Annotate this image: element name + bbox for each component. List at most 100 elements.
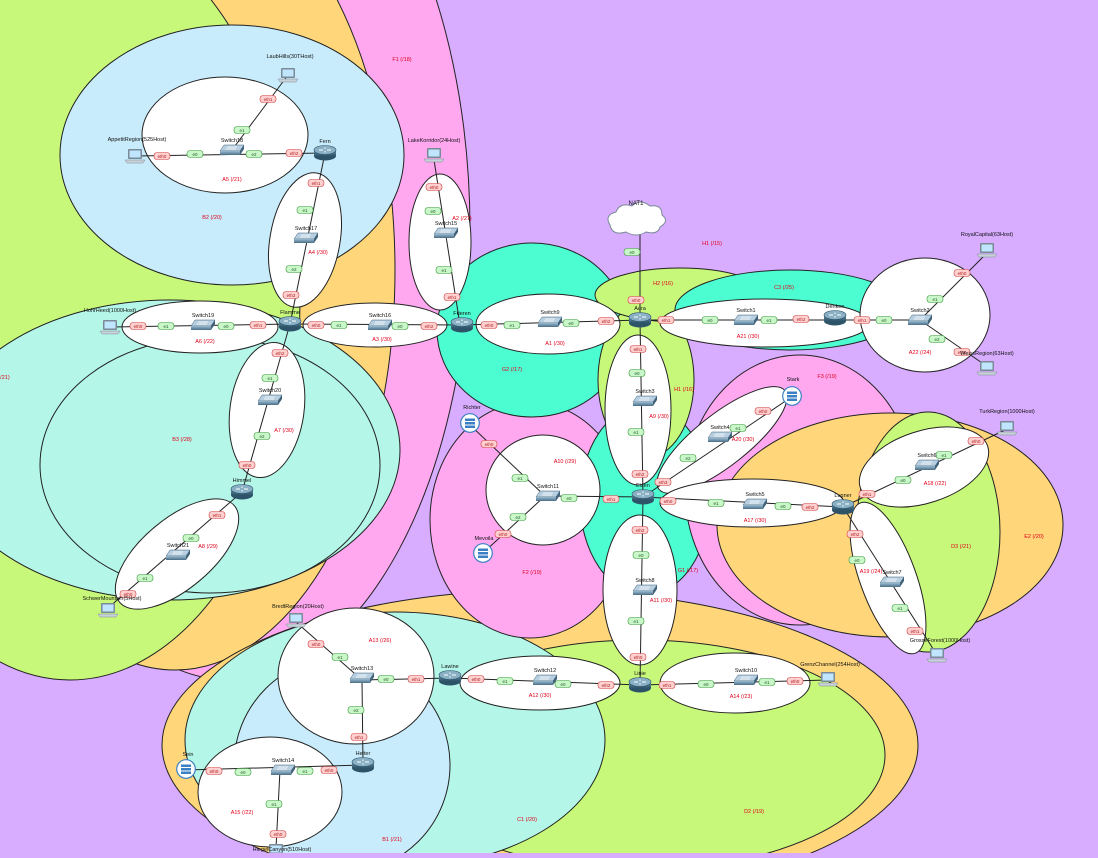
router-denken[interactable]: Denken <box>823 304 847 326</box>
port-tag-label: eth1 <box>863 492 872 497</box>
port-tag: e2 <box>509 513 527 521</box>
switch-s16[interactable]: Switch16 <box>367 313 393 331</box>
port-tag-label: e2 <box>251 152 257 157</box>
nat-label: NAT1 <box>629 201 645 207</box>
router-linie[interactable]: Linie <box>628 671 652 693</box>
router-aura[interactable]: Aura <box>628 306 652 328</box>
host-royalcapital[interactable]: RoyalCapital(63Host) <box>961 232 1013 258</box>
router-lugner[interactable]: Lugner <box>831 493 855 515</box>
zone-label-a7: A7 (/30) <box>274 428 294 434</box>
server-mevoila[interactable]: Mevoila <box>473 536 495 563</box>
router-flamme[interactable]: Flamme <box>278 310 302 332</box>
router-frieren[interactable]: Frieren <box>450 311 474 333</box>
host-schwer[interactable]: SchwerMountain(5Host) <box>83 596 142 618</box>
switch-label: Switch9 <box>540 310 559 316</box>
router-heiter[interactable]: Heiter <box>351 751 375 773</box>
switch-s3[interactable]: Switch3 <box>632 389 658 407</box>
port-tag-label: e2 <box>353 708 359 713</box>
switch-s11[interactable]: Switch11 <box>535 484 561 502</box>
switch-s2[interactable]: Switch2 <box>907 308 933 326</box>
nat-cloud[interactable]: NAT1 <box>607 201 666 236</box>
port-tag-bg <box>153 152 171 160</box>
port-tag: eth0 <box>659 497 677 505</box>
switch-s19[interactable]: Switch19 <box>190 313 216 331</box>
port-tag: eth0 <box>307 640 325 648</box>
switch-s6[interactable]: Switch6 <box>914 453 940 471</box>
router-fern[interactable]: Fern <box>313 139 337 161</box>
switch-s10[interactable]: Switch10 <box>733 668 759 686</box>
switch-s13[interactable]: Switch13 <box>349 666 375 684</box>
switch-s7[interactable]: Switch7 <box>879 570 905 588</box>
host-grossforest[interactable]: GrosseForest(1000Host) <box>910 638 971 663</box>
port-tag-label: eth1 <box>911 629 920 634</box>
switch-s1[interactable]: Switch1 <box>733 308 759 326</box>
host-turkregion[interactable]: TurkRegion(1000Host) <box>979 409 1035 436</box>
zone-label-b2: B2 (/20) <box>202 215 222 221</box>
switch-s12[interactable]: Switch12 <box>532 668 558 686</box>
port-tag-label: e1 <box>239 128 245 133</box>
port-tag-label: e0 <box>638 553 644 558</box>
switch-s8[interactable]: Switch8 <box>632 578 658 596</box>
port-tag-bg <box>269 830 287 838</box>
zone-label-a21: A21 (/30) <box>737 334 760 340</box>
switch-s15[interactable]: Switch15 <box>433 221 459 239</box>
router-himmel[interactable]: Himmel <box>230 478 254 500</box>
host-bredtregion[interactable]: BredtRegion(20Host) <box>272 604 324 628</box>
port-tag-label: e1 <box>941 453 947 458</box>
zone-label-a19: A19 (/24) <box>860 569 883 575</box>
port-tag: e1 <box>758 678 776 686</box>
switch-s9[interactable]: Switch9 <box>537 310 563 328</box>
host-hohrifeed[interactable]: HohrHeed(1000Host) <box>84 308 136 335</box>
switch-s21[interactable]: Switch21 <box>165 543 191 561</box>
port-tag-bg <box>679 454 697 462</box>
switch-s20[interactable]: Switch20 <box>257 388 283 406</box>
zone-label-a8: A8 (/29) <box>198 544 218 550</box>
port-tag-bg <box>480 440 498 448</box>
switch-icon <box>165 549 191 561</box>
host-weissregion[interactable]: WeissRegion(63Host) <box>960 351 1014 376</box>
router-lawine[interactable]: Lawine <box>438 664 462 686</box>
port-tag-bg <box>119 590 137 598</box>
port-tag-label: e1 <box>766 318 772 323</box>
host-hiegelcanyon[interactable]: HiegelCanyon(510Host) <box>253 843 312 858</box>
router-eisen[interactable]: Eisen <box>631 483 655 505</box>
port-tag-label: e0 <box>397 324 403 329</box>
port-tag-bg <box>632 551 650 559</box>
port-tag: e1 <box>296 767 314 775</box>
zone-label-a10: A10 (/29) <box>554 459 577 465</box>
port-tag-bg <box>511 474 529 482</box>
port-tag: e1 <box>496 677 514 685</box>
host-grenzchannel[interactable]: GrenzChannel(254Host) <box>800 662 860 687</box>
switch-s14[interactable]: Switch14 <box>270 758 296 776</box>
port-tag: eth2 <box>597 681 615 689</box>
switch-s17[interactable]: Switch17 <box>293 226 319 244</box>
laptop-icon <box>996 420 1018 436</box>
port-tag-label: e1 <box>932 297 938 302</box>
zone-label-b3: B3 (/28) <box>172 437 192 443</box>
port-tag-label: e1 <box>633 430 639 435</box>
port-tag-label: eth0 <box>664 499 673 504</box>
port-tag-bg <box>271 349 289 357</box>
zone-label-h1b: H1 (/16) <box>674 387 694 393</box>
port-tag-bg <box>597 681 615 689</box>
server-sein[interactable]: Sein <box>176 752 196 779</box>
port-tag-label: e1 <box>142 576 148 581</box>
port-tag-bg <box>320 766 338 774</box>
port-tag-label: e0 <box>854 558 860 563</box>
switch-label: Switch19 <box>192 313 214 319</box>
host-lakekorridor[interactable]: LakeKorridor(24Host) <box>408 138 461 163</box>
switch-s18[interactable]: Switch18 <box>219 138 245 156</box>
host-laubhills[interactable]: LaubHills(30THost) <box>266 54 314 83</box>
switch-s4[interactable]: Switch4 <box>707 425 733 443</box>
port-tag-label: e0 <box>223 324 229 329</box>
port-tag: eth1 <box>602 495 620 503</box>
switch-icon <box>733 314 759 326</box>
port-tag-bg <box>186 150 204 158</box>
port-tag-label: eth1 <box>412 677 421 682</box>
server-richter[interactable]: Richter <box>460 405 481 433</box>
host-appetit[interactable]: AppetitRegion(525Host) <box>108 137 167 164</box>
switch-s5[interactable]: Switch5 <box>742 492 768 510</box>
server-stark[interactable]: Stark <box>782 377 802 406</box>
port-tag-bg <box>906 627 924 635</box>
port-tag-bg <box>265 800 283 808</box>
